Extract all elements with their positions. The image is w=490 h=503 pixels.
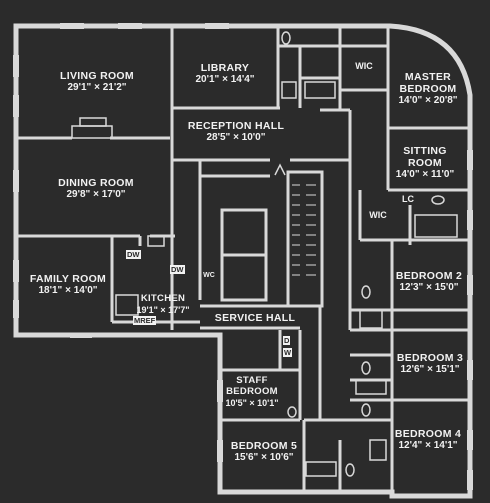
room-name-line-2: ROOM (408, 157, 442, 170)
room-library: LIBRARY 20'1" × 14'4" (195, 62, 254, 86)
tag-w: W (283, 348, 293, 357)
tag-wc: WC (203, 272, 215, 279)
tag-d: D (283, 336, 291, 345)
room-dimensions: 14'0" × 11'0" (395, 169, 455, 181)
room-name-line-1: MASTER (404, 71, 452, 83)
room-name-line-2: BEDROOM (226, 385, 278, 397)
room-dimensions: 10'5" × 10'1" (225, 397, 279, 408)
room-bedroom-4: BEDROOM 4 12'4" × 14'1" (395, 428, 461, 452)
tag-mref: MREF (133, 316, 157, 325)
room-dimensions: 15'6" × 10'6" (234, 452, 294, 464)
exterior-walls (13, 23, 473, 499)
room-kitchen: KITCHEN 19'1" × 17'7" (136, 293, 190, 315)
room-reception-hall: RECEPTION HALL 28'5" × 10'0" (188, 120, 284, 144)
room-name: FAMILY ROOM (29, 273, 107, 285)
room-name: KITCHEN (140, 293, 186, 304)
room-bedroom-3: BEDROOM 3 12'6" × 15'1" (397, 352, 463, 376)
room-dimensions: 29'8" × 17'0" (66, 189, 126, 201)
room-family-room: FAMILY ROOM 18'1" × 14'0" (30, 273, 106, 297)
room-dimensions: 20'1" × 14'4" (195, 74, 255, 86)
room-bedroom-5: BEDROOM 5 15'6" × 10'6" (231, 440, 297, 464)
room-dimensions: 19'1" × 17'7" (136, 304, 190, 315)
tag-dw-family: DW (126, 250, 141, 259)
room-service-hall: SERVICE HALL (215, 312, 295, 324)
room-dimensions: 12'3" × 15'0" (399, 282, 459, 294)
room-name: BEDROOM 2 (395, 270, 463, 282)
tag-lc: LC (402, 194, 414, 204)
room-name: SERVICE HALL (214, 312, 296, 324)
room-dimensions: 18'1" × 14'0" (38, 285, 98, 297)
room-dimensions: 12'6" × 15'1" (400, 364, 460, 376)
room-name: RECEPTION HALL (187, 120, 285, 132)
room-master-bedroom: MASTER BEDROOM 14'0" × 20'8" (398, 71, 457, 107)
room-dimensions: 12'4" × 14'1" (398, 440, 458, 452)
room-name: DINING ROOM (58, 177, 134, 189)
tag-wic-bedroom2: WIC (369, 210, 387, 220)
tag-wic-master: WIC (355, 61, 373, 71)
room-name: BEDROOM 5 (230, 440, 298, 452)
room-dining-room: DINING ROOM 29'8" × 17'0" (58, 177, 134, 201)
room-name: BEDROOM 3 (396, 352, 464, 364)
room-staff-bedroom: STAFF BEDROOM 10'5" × 10'1" (225, 375, 279, 408)
fixtures (71, 31, 458, 477)
room-name-line-1: STAFF (236, 375, 268, 386)
stair-treads (292, 184, 316, 276)
room-dimensions: 29'1" × 21'2" (67, 82, 127, 94)
room-name-line-1: SITTING (403, 145, 447, 157)
room-name: LIBRARY (200, 62, 250, 74)
tag-dw-kitchen: DW (170, 265, 185, 274)
entry-arrow (274, 163, 286, 176)
room-dimensions: 14'0" × 20'8" (398, 95, 458, 107)
room-bedroom-2: BEDROOM 2 12'3" × 15'0" (396, 270, 462, 294)
room-sitting-room: SITTING ROOM 14'0" × 11'0" (396, 145, 454, 181)
room-dimensions: 28'5" × 10'0" (206, 132, 266, 144)
room-name: LIVING ROOM (60, 70, 134, 82)
windows (13, 23, 473, 490)
room-living-room: LIVING ROOM 29'1" × 21'2" (60, 70, 134, 94)
room-name: BEDROOM 4 (394, 428, 462, 440)
interior-walls (16, 26, 470, 496)
room-name-line-2: BEDROOM (399, 83, 457, 96)
